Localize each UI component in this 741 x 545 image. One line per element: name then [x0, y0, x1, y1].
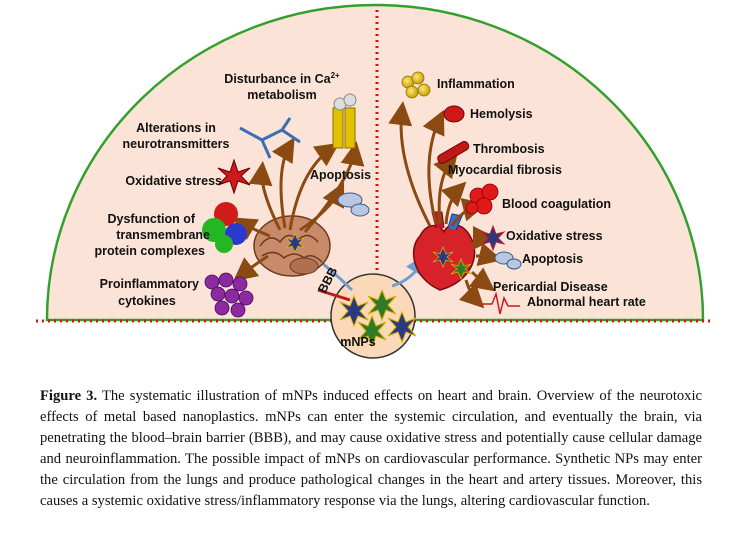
mnps-circle	[330, 273, 416, 359]
neurotransmitters-label-line1: Alterations in	[136, 121, 216, 135]
apoptosis-heart-label: Apoptosis	[522, 252, 583, 266]
apoptosis-brain-label: Apoptosis	[310, 168, 371, 182]
figure-label: Figure 3.	[40, 388, 98, 404]
dysfunction-label-line1: Dysfunction of	[108, 212, 196, 226]
blood-coagulation-icon	[465, 183, 499, 215]
dysfunction-label-line2: transmembrane	[116, 228, 210, 242]
oxidative-stress-brain-icon	[217, 158, 251, 195]
heart-icon	[412, 211, 476, 291]
cytokines-label-line2: cytokines	[118, 294, 176, 308]
thrombosis-label: Thrombosis	[473, 142, 545, 156]
blood-coagulation-label: Blood coagulation	[502, 197, 611, 211]
calcium-label-line1: Disturbance in Ca	[224, 72, 331, 86]
caption-text: The systematic illustration of mNPs indu…	[40, 388, 702, 509]
inflammation-label: Inflammation	[437, 77, 515, 91]
thrombosis-icon	[437, 141, 470, 164]
hemolysis-label: Hemolysis	[470, 107, 533, 121]
calcium-label-line2: metabolism	[247, 88, 316, 102]
mnps-label: mNPs	[340, 335, 375, 349]
hemolysis-icon	[443, 105, 465, 123]
protein-complex-icon	[202, 202, 247, 253]
neuron-icon	[239, 117, 301, 159]
cytokines-label-line1: Proinflammatory	[100, 277, 199, 291]
brain-effect-arrows	[232, 137, 365, 282]
figure-caption: Figure 3. The systematic illustration of…	[40, 386, 702, 512]
nanoparticle-cluster-icon	[339, 288, 417, 348]
neurotransmitters-label-line2: neurotransmitters	[123, 137, 230, 151]
pericardial-disease-label: Pericardial Disease	[493, 280, 608, 294]
apoptosis-brain-icon	[337, 192, 370, 217]
oxidative-stress-heart-icon	[480, 224, 506, 252]
dome-background	[45, 3, 705, 322]
cytokines-icon	[204, 272, 254, 318]
dysfunction-label-line3: protein complexes	[95, 244, 205, 258]
calcium-channel-icon	[332, 93, 357, 149]
bbb-red-arrow	[317, 288, 351, 302]
oxidative-stress-heart-label: Oxidative stress	[506, 229, 603, 243]
inflammation-icon	[401, 71, 431, 99]
oxidative-stress-brain-label: Oxidative stress	[125, 174, 222, 188]
myocardial-fibrosis-label: Myocardial fibrosis	[448, 163, 562, 177]
ecg-icon	[482, 291, 520, 315]
abnormal-heart-rate-label: Abnormal heart rate	[527, 295, 646, 309]
apoptosis-heart-icon	[494, 251, 522, 270]
calcium-label: Disturbance in Ca2+	[224, 71, 340, 86]
calcium-superscript: 2+	[331, 71, 340, 80]
figure-diagram: mNPs BBB	[36, 3, 712, 359]
